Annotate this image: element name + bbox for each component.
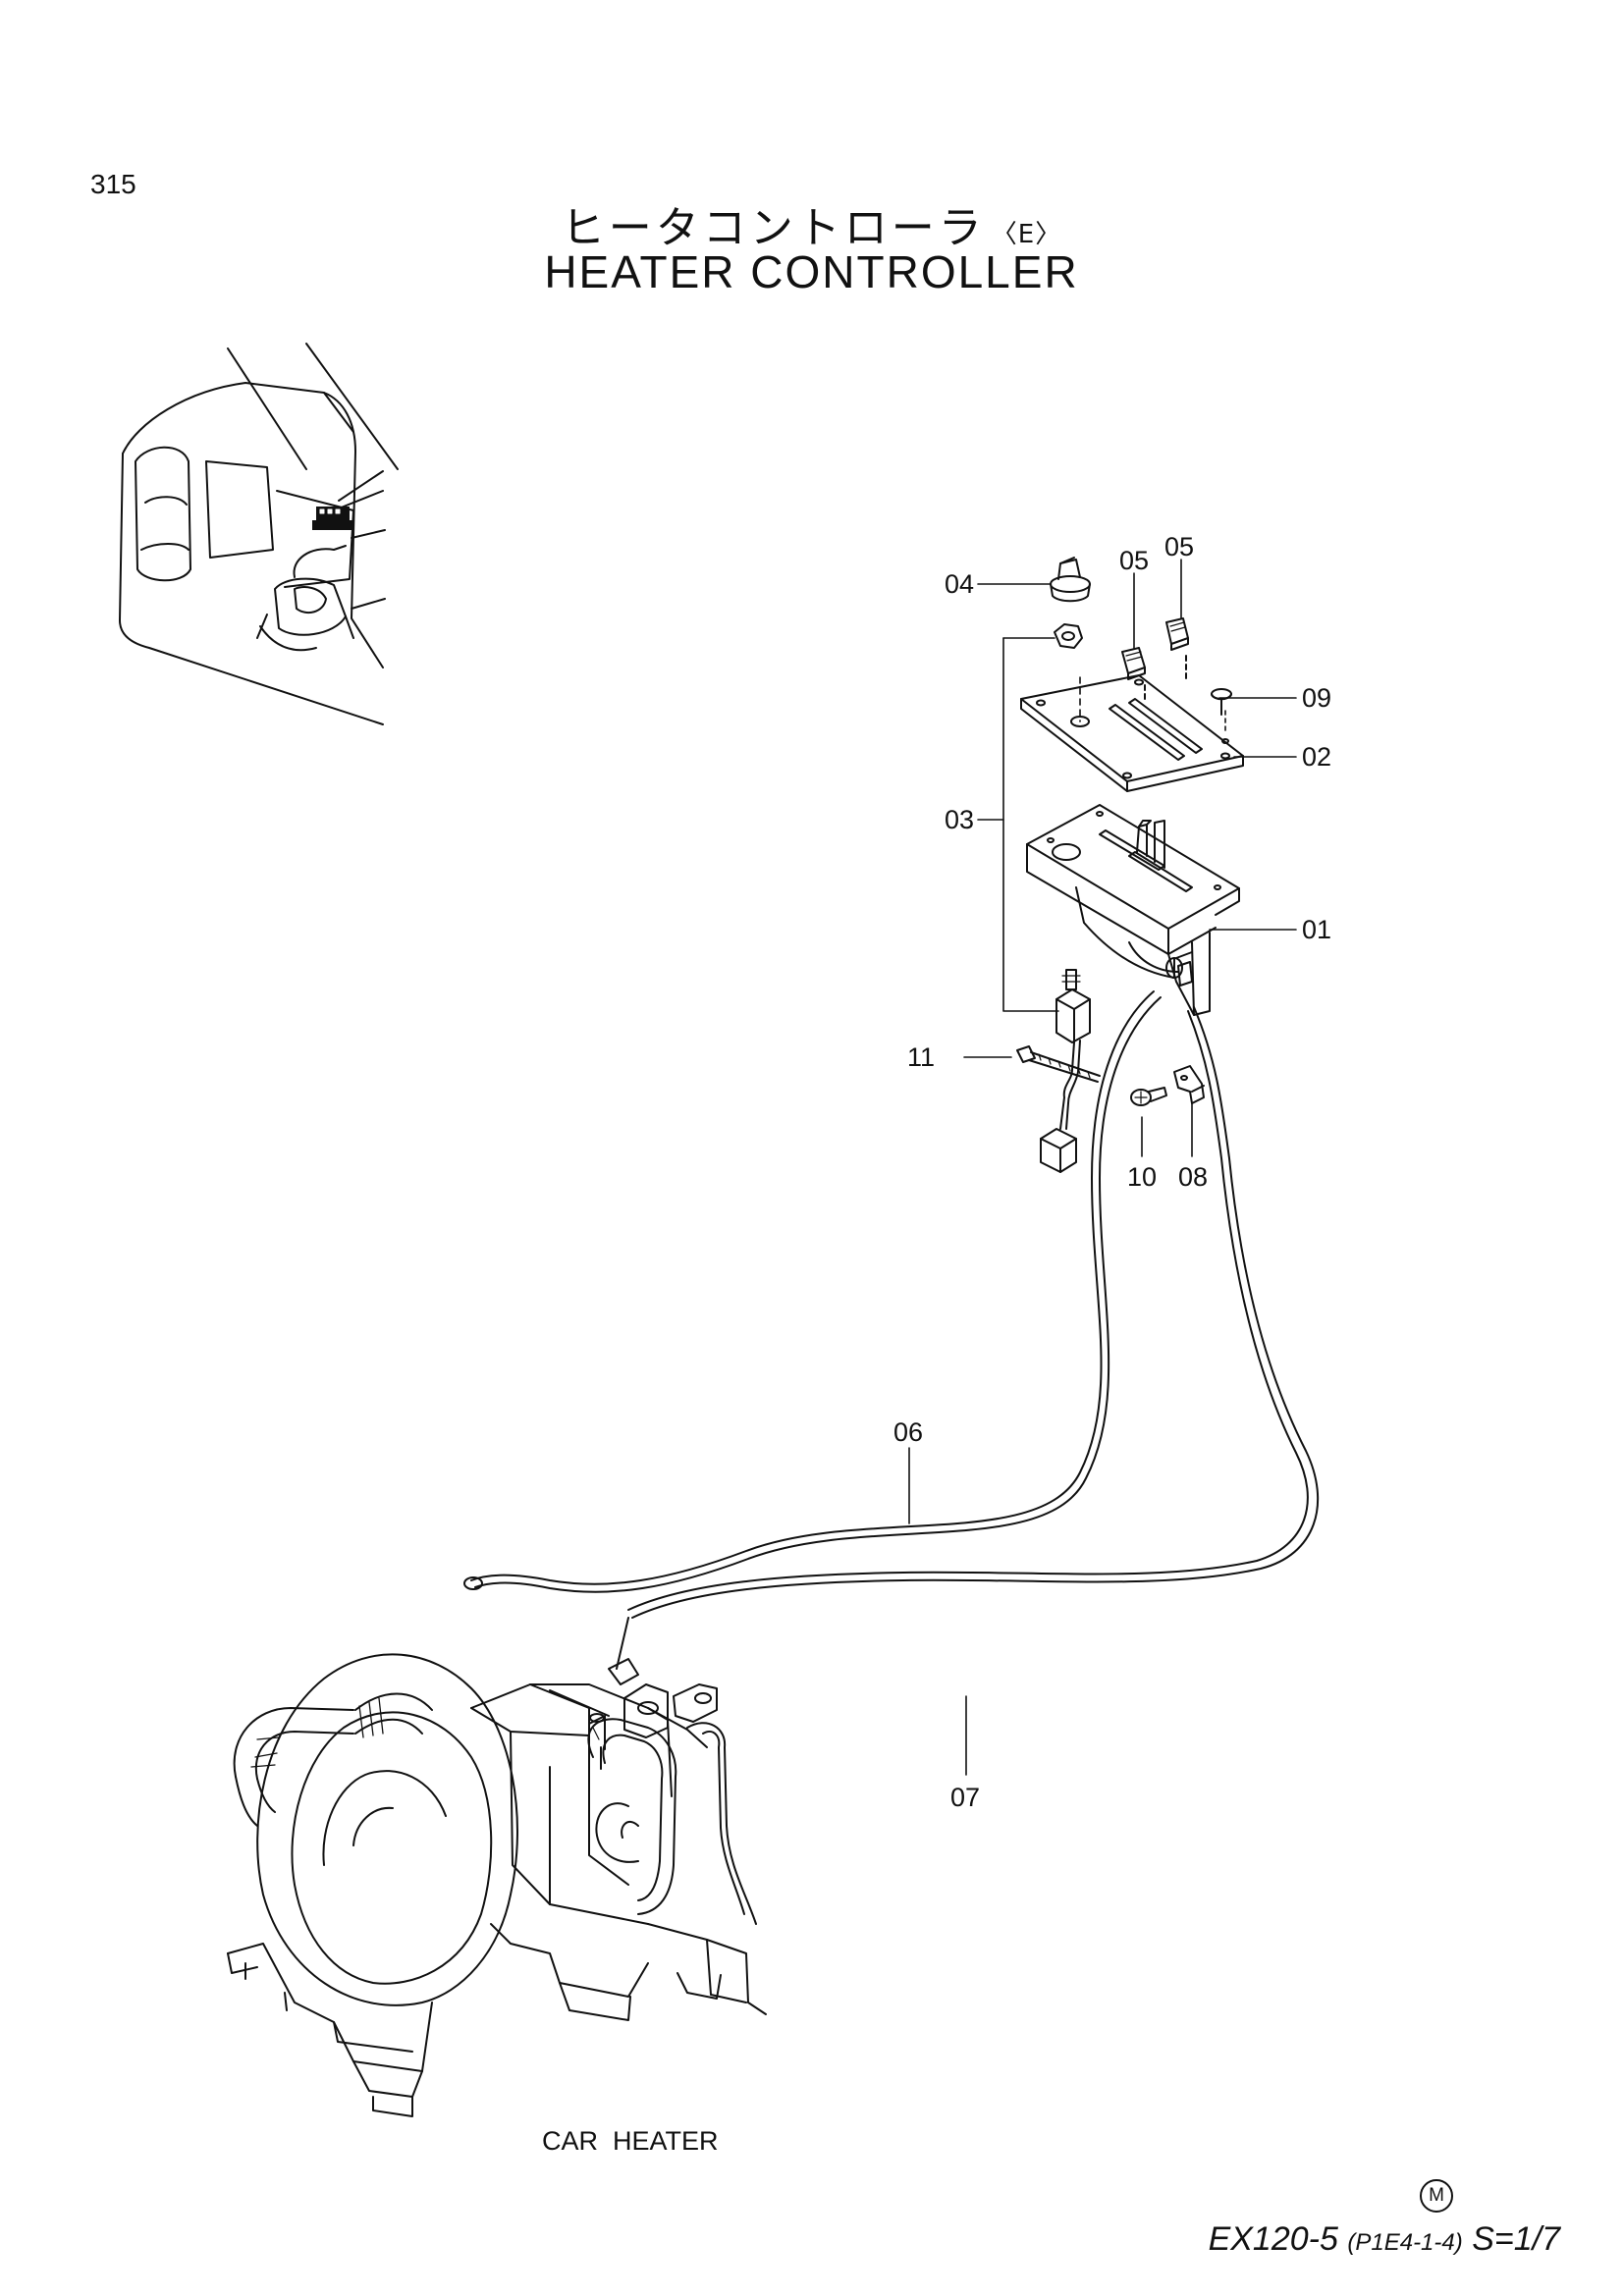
title-japanese: ヒータコントローラ〈E〉 <box>0 192 1623 255</box>
car-heater-label: CAR HEATER <box>542 2126 719 2156</box>
label-03: 03 <box>945 805 974 834</box>
part-10-screw <box>1130 1087 1167 1106</box>
label-07: 07 <box>950 1783 980 1812</box>
marker-circle-m: M <box>1420 2179 1453 2213</box>
cab-location-inset <box>119 343 399 725</box>
leader-lines <box>908 559 1297 1776</box>
title-variant: 〈E〉 <box>991 220 1062 249</box>
part-04-knob <box>1050 557 1091 603</box>
part-03-nut <box>1054 623 1083 649</box>
part-03-switch <box>1040 969 1091 1173</box>
part-01-bracket <box>1026 804 1240 1016</box>
label-04: 04 <box>945 569 974 599</box>
label-05-left: 05 <box>1119 546 1149 575</box>
footer-model-info: EX120-5 (P1E4-1-4) S=1/7 <box>1209 2220 1560 2259</box>
label-09: 09 <box>1302 683 1331 713</box>
part-05-knob-right <box>1165 617 1189 651</box>
label-05-right: 05 <box>1164 532 1194 561</box>
cab-controller-detail <box>312 507 353 530</box>
page-number: 315 <box>90 169 136 199</box>
reference-code: (P1E4-1-4) <box>1347 2229 1463 2256</box>
label-02: 02 <box>1302 742 1331 772</box>
title-japanese-text: ヒータコントローラ <box>561 203 986 253</box>
part-number-labels: 04 05 05 09 02 03 01 11 10 08 06 07 CAR … <box>542 532 1331 2156</box>
part-07-control-cable <box>627 1006 1320 1619</box>
part-11-cable-tie <box>1016 1045 1101 1083</box>
label-11: 11 <box>907 1042 935 1072</box>
part-06-control-cable <box>463 990 1162 1593</box>
part-05-knob-left <box>1121 647 1146 680</box>
label-10: 10 <box>1127 1162 1157 1192</box>
label-01: 01 <box>1302 915 1331 944</box>
model-code: EX120-5 <box>1208 2220 1338 2258</box>
label-08: 08 <box>1178 1162 1208 1192</box>
part-02-panel-plate <box>1020 655 1244 792</box>
part-08-clamp <box>1173 1065 1205 1104</box>
car-heater-unit <box>227 1617 767 2117</box>
scale-label: S=1/7 <box>1472 2220 1560 2258</box>
title-english: HEATER CONTROLLER <box>544 246 1079 297</box>
label-06: 06 <box>893 1417 923 1447</box>
